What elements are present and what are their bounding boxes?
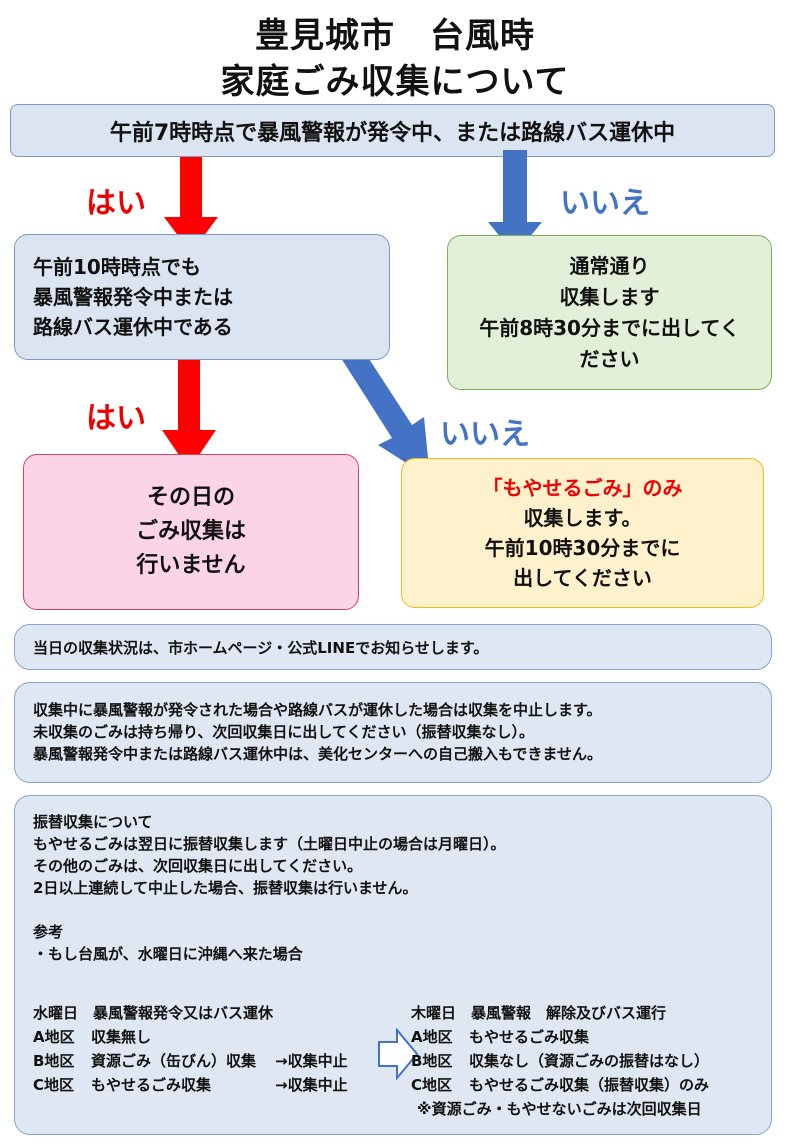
no-arrow-2 bbox=[341, 345, 430, 478]
second-question-line: 路線バス運休中である bbox=[33, 315, 233, 339]
info-box-suspension: 収集中に暴風警報が発令された場合や路線バスが運休した場合は収集を中止します。 未… bbox=[14, 682, 772, 783]
no-collection-box: その日の ごみ収集は 行いません bbox=[23, 454, 359, 610]
page-title-line1: 豊見城市 台風時 bbox=[255, 16, 535, 56]
area-label: A地区 bbox=[33, 1028, 75, 1046]
info-suspension-line: 暴風警報発令中または路線バス運休中は、美化センターへの自己搬入もできません。 bbox=[33, 745, 602, 763]
rescheduling-heading: 振替収集について bbox=[33, 813, 153, 831]
wednesday-row-c: C地区 もやせるごみ収集 →収集中止 bbox=[33, 1073, 348, 1097]
burnable-line: 収集します。 bbox=[523, 506, 642, 530]
area-label: B地区 bbox=[411, 1052, 453, 1070]
area-item: もやせるごみ収集 bbox=[469, 1028, 590, 1046]
area-item: 収集なし（資源ごみの振替はなし） bbox=[469, 1052, 710, 1070]
rescheduling-line: 2日以上連続して中止した場合、振替収集は行いません。 bbox=[33, 879, 418, 897]
no-label-1: いいえ bbox=[560, 186, 650, 221]
second-question-line: 午前10時時点でも bbox=[33, 255, 201, 279]
area-label: C地区 bbox=[33, 1076, 75, 1094]
no-collection-line: ごみ収集は bbox=[135, 519, 246, 544]
area-label: B地区 bbox=[33, 1052, 75, 1070]
outline-arrow-icon bbox=[378, 1028, 419, 1080]
no-arrow-1 bbox=[488, 150, 542, 255]
rescheduling-line: もやせるごみは翌日に振替収集します（土曜日中止の場合は月曜日）。 bbox=[33, 835, 506, 853]
thursday-row-b: B地区 収集なし（資源ごみの振替はなし） bbox=[411, 1049, 709, 1073]
wednesday-heading: 水曜日 暴風警報発令又はバス運休 bbox=[33, 1004, 274, 1022]
info-announcement-text: 当日の収集状況は、市ホームページ・公式LINEでお知らせします。 bbox=[33, 639, 489, 657]
thursday-note: ※資源ごみ・もやせないごみは次回収集日 bbox=[417, 1100, 702, 1118]
normal-collection-line: 午前8時30分までに出してく bbox=[479, 315, 740, 340]
page-title-line2: 家庭ごみ収集について bbox=[220, 62, 570, 102]
wednesday-row-a: A地区 収集無し bbox=[33, 1025, 348, 1049]
info-suspension-line: 収集中に暴風警報が発令された場合や路線バスが運休した場合は収集を中止します。 bbox=[33, 701, 602, 719]
normal-collection-line: ださい bbox=[579, 346, 640, 371]
burnable-highlight: 「もやせるごみ」のみ bbox=[482, 476, 683, 500]
yes-label-1: はい bbox=[86, 186, 146, 221]
normal-collection-line: 通常通り bbox=[569, 253, 650, 278]
area-result: →収集中止 bbox=[275, 1052, 348, 1070]
burnable-line: 午前10時30分までに bbox=[484, 536, 681, 560]
area-result: →収集中止 bbox=[275, 1076, 348, 1094]
info-box-announcement: 当日の収集状況は、市ホームページ・公式LINEでお知らせします。 bbox=[14, 624, 772, 670]
area-label: C地区 bbox=[411, 1076, 453, 1094]
area-item: もやせるごみ収集（振替収集）のみ bbox=[469, 1076, 710, 1094]
reference-line: ・もし台風が、水曜日に沖縄へ来た場合 bbox=[33, 945, 303, 963]
burnable-only-box: 「もやせるごみ」のみ 収集します。 午前10時30分までに 出してください bbox=[401, 458, 764, 608]
thursday-row-a: A地区 もやせるごみ収集 bbox=[411, 1025, 709, 1049]
wednesday-column: 水曜日 暴風警報発令又はバス運休 A地区 収集無し B地区 資源ごみ（缶びん）収… bbox=[33, 1001, 348, 1097]
normal-collection-box: 通常通り 収集します 午前8時30分までに出してく ださい bbox=[447, 235, 772, 390]
wednesday-row-b: B地区 資源ごみ（缶びん）収集 →収集中止 bbox=[33, 1049, 348, 1073]
top-question-text: 午前7時時点で暴風警報が発令中、または路線バス運休中 bbox=[109, 120, 676, 146]
thursday-heading: 木曜日 暴風警報 解除及びバス運行 bbox=[411, 1004, 667, 1022]
area-label: A地区 bbox=[411, 1028, 453, 1046]
area-item: 資源ごみ（缶びん）収集 bbox=[91, 1052, 257, 1070]
thursday-row-c: C地区 もやせるごみ収集（振替収集）のみ bbox=[411, 1073, 709, 1097]
second-question-box: 午前10時時点でも 暴風警報発令中または 路線バス運休中である bbox=[14, 234, 390, 360]
no-collection-line: その日の bbox=[146, 485, 235, 510]
info-suspension-line: 未収集のごみは持ち帰り、次回収集日に出してください（振替収集なし）。 bbox=[33, 723, 535, 741]
yes-arrow-1 bbox=[164, 157, 218, 253]
yes-label-2: はい bbox=[86, 401, 146, 436]
no-label-2: いいえ bbox=[440, 417, 530, 452]
reference-heading: 参考 bbox=[33, 923, 64, 941]
yes-arrow-2 bbox=[162, 360, 216, 470]
no-collection-line: 行いません bbox=[136, 553, 246, 578]
spacer bbox=[33, 899, 506, 921]
second-question-line: 暴風警報発令中または bbox=[33, 285, 233, 309]
area-item: もやせるごみ収集 bbox=[91, 1076, 212, 1094]
info-box-rescheduling: 振替収集について もやせるごみは翌日に振替収集します（土曜日中止の場合は月曜日）… bbox=[14, 795, 772, 1135]
burnable-line: 出してください bbox=[513, 566, 652, 590]
rescheduling-line: その他のごみは、次回収集日に出してください。 bbox=[33, 857, 363, 875]
area-item: 収集無し bbox=[91, 1028, 152, 1046]
thursday-column: 木曜日 暴風警報 解除及びバス運行 A地区 もやせるごみ収集 B地区 収集なし（… bbox=[411, 1001, 709, 1121]
top-question-box: 午前7時時点で暴風警報が発令中、または路線バス運休中 bbox=[10, 104, 775, 157]
normal-collection-line: 収集します bbox=[559, 284, 660, 309]
